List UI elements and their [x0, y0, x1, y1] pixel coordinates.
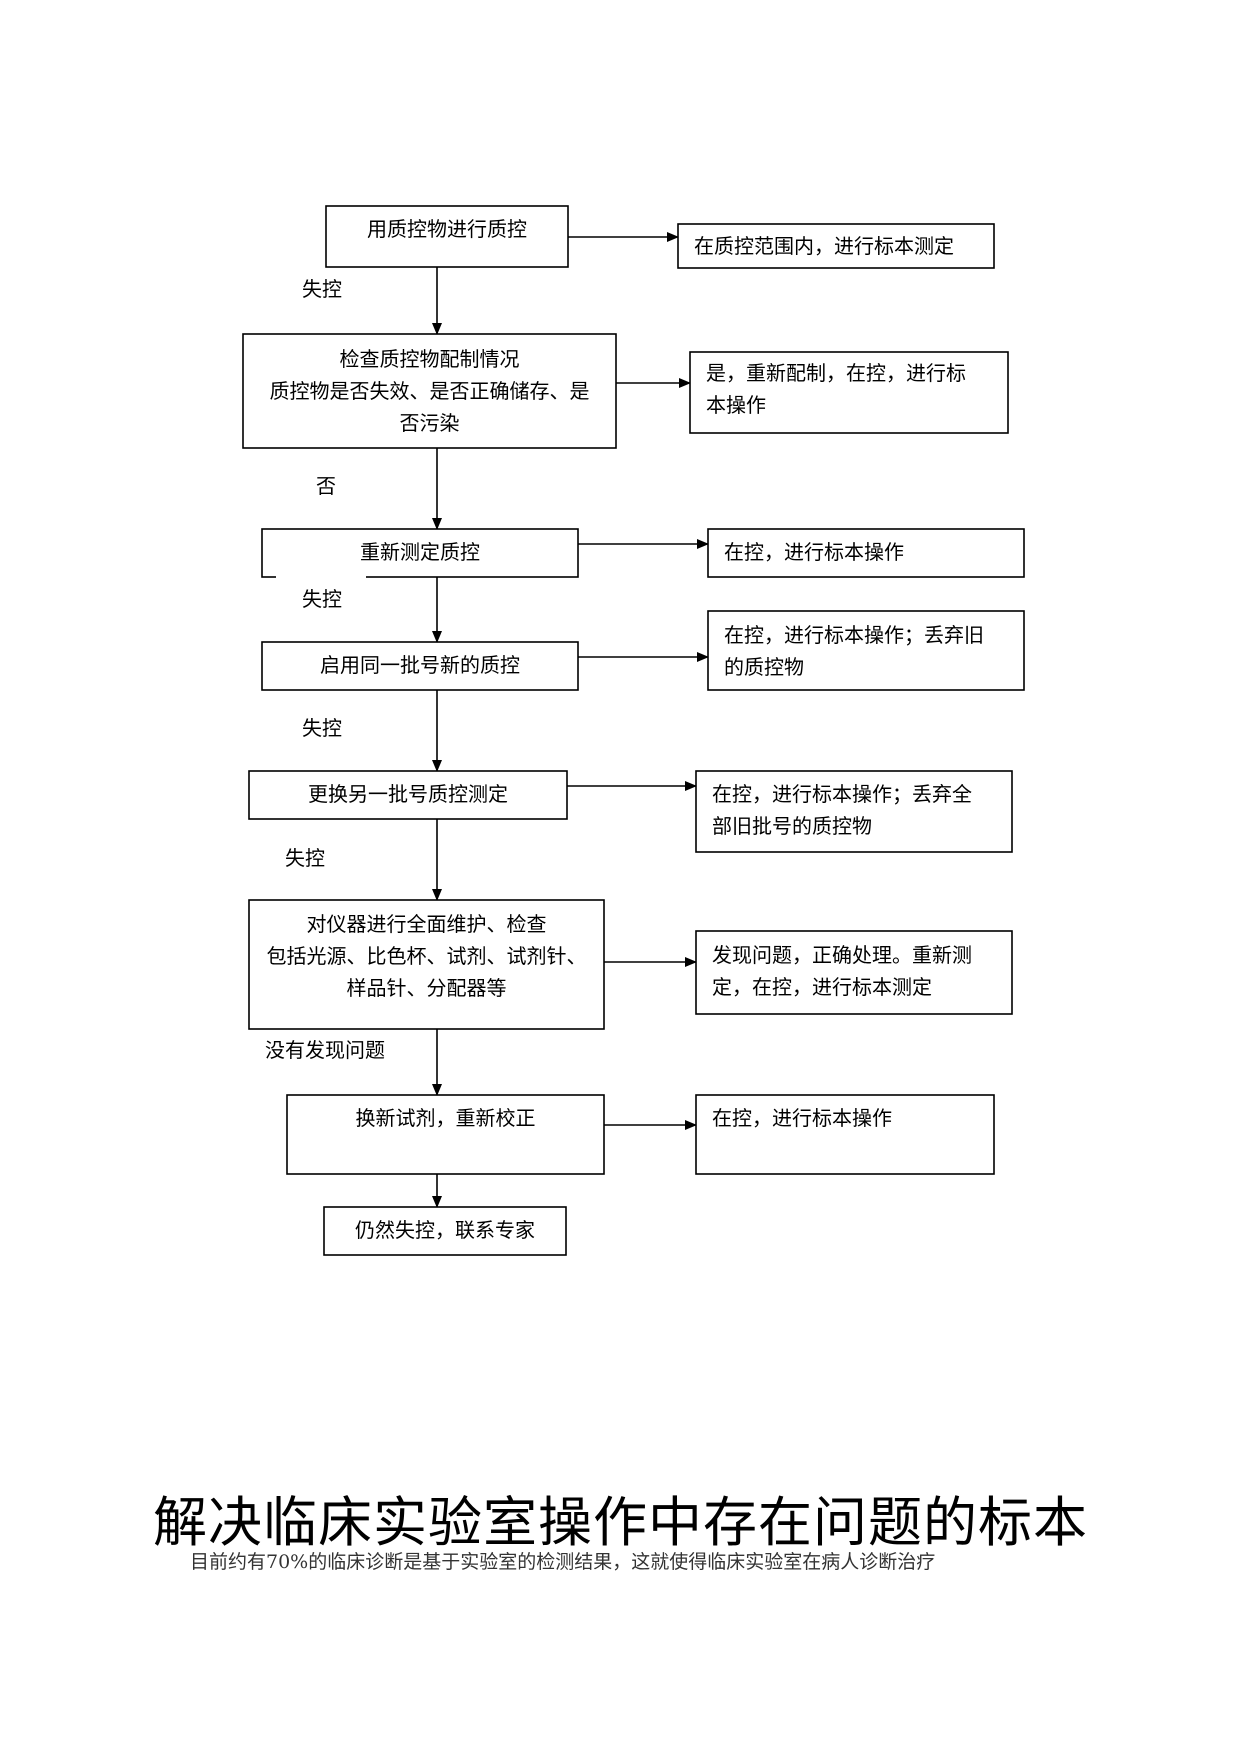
outcome-text-6-2: 定，在控，进行标本测定	[712, 975, 932, 999]
outcome-text-7-1: 在控，进行标本操作	[712, 1106, 892, 1130]
step-box-1	[325, 205, 569, 268]
step-box-4	[261, 641, 579, 691]
outcome-text-1-1: 在质控范围内，进行标本测定	[694, 234, 954, 258]
outcome-text-5-2: 部旧批号的质控物	[712, 814, 872, 838]
step-text-6-1: 对仪器进行全面维护、检查	[307, 912, 547, 936]
outcome-box-6	[695, 930, 1013, 1015]
label-backdrop	[276, 575, 366, 597]
edge-label-6: 没有发现问题	[265, 1038, 385, 1062]
step-box-2	[242, 333, 617, 449]
outcome-box-3	[707, 528, 1025, 578]
step-text-2-2: 质控物是否失效、是否正确储存、是	[270, 379, 590, 403]
edge-label-5: 失控	[285, 846, 325, 870]
outcome-box-5	[695, 770, 1013, 853]
step-text-3-1: 重新测定质控	[360, 540, 480, 564]
article-intro: 目前约有70%的临床诊断是基于实验室的检测结果，这就使得临床实验室在病人诊断治疗	[190, 1551, 936, 1573]
outcome-box-7	[695, 1094, 995, 1175]
step-text-1-1: 用质控物进行质控	[367, 217, 527, 241]
outcome-text-4-1: 在控，进行标本操作；丢弃旧	[724, 623, 984, 647]
step-box-6	[248, 899, 605, 1030]
step-text-6-3: 样品针、分配器等	[347, 976, 507, 1000]
edge-label-3: 失控	[302, 587, 342, 611]
article-title: 解决临床实验室操作中存在问题的标本	[153, 1491, 1088, 1554]
outcome-text-6-1: 发现问题，正确处理。重新测	[712, 943, 972, 967]
outcome-text-2-2: 本操作	[706, 393, 766, 417]
step-text-2-3: 否污染	[400, 411, 460, 435]
step-box-7	[286, 1094, 605, 1175]
step-box-8	[323, 1206, 567, 1256]
step-text-7-1: 换新试剂，重新校正	[356, 1106, 536, 1130]
step-text-6-2: 包括光源、比色杯、试剂、试剂针、	[267, 944, 587, 968]
outcome-text-2-1: 是，重新配制，在控，进行标	[706, 361, 966, 385]
outcome-box-2	[689, 351, 1009, 434]
step-box-3	[261, 528, 579, 578]
step-box-5	[248, 770, 568, 820]
step-text-4-1: 启用同一批号新的质控	[320, 653, 520, 677]
step-text-8-1: 仍然失控，联系专家	[355, 1218, 535, 1242]
outcome-box-4	[707, 610, 1025, 691]
step-text-2-1: 检查质控物配制情况	[340, 347, 520, 371]
outcome-text-5-1: 在控，进行标本操作；丢弃全	[712, 782, 972, 806]
qc-flowchart: 用质控物进行质控检查质控物配制情况质控物是否失效、是否正确储存、是否污染重新测定…	[242, 205, 1025, 1256]
outcome-text-3-1: 在控，进行标本操作	[724, 540, 904, 564]
edge-label-1: 失控	[302, 277, 342, 301]
outcome-box-1	[677, 223, 995, 269]
edge-label-2: 否	[316, 474, 336, 498]
step-text-5-1: 更换另一批号质控测定	[308, 782, 508, 806]
edge-label-4: 失控	[302, 716, 342, 740]
outcome-text-4-2: 的质控物	[724, 655, 804, 679]
